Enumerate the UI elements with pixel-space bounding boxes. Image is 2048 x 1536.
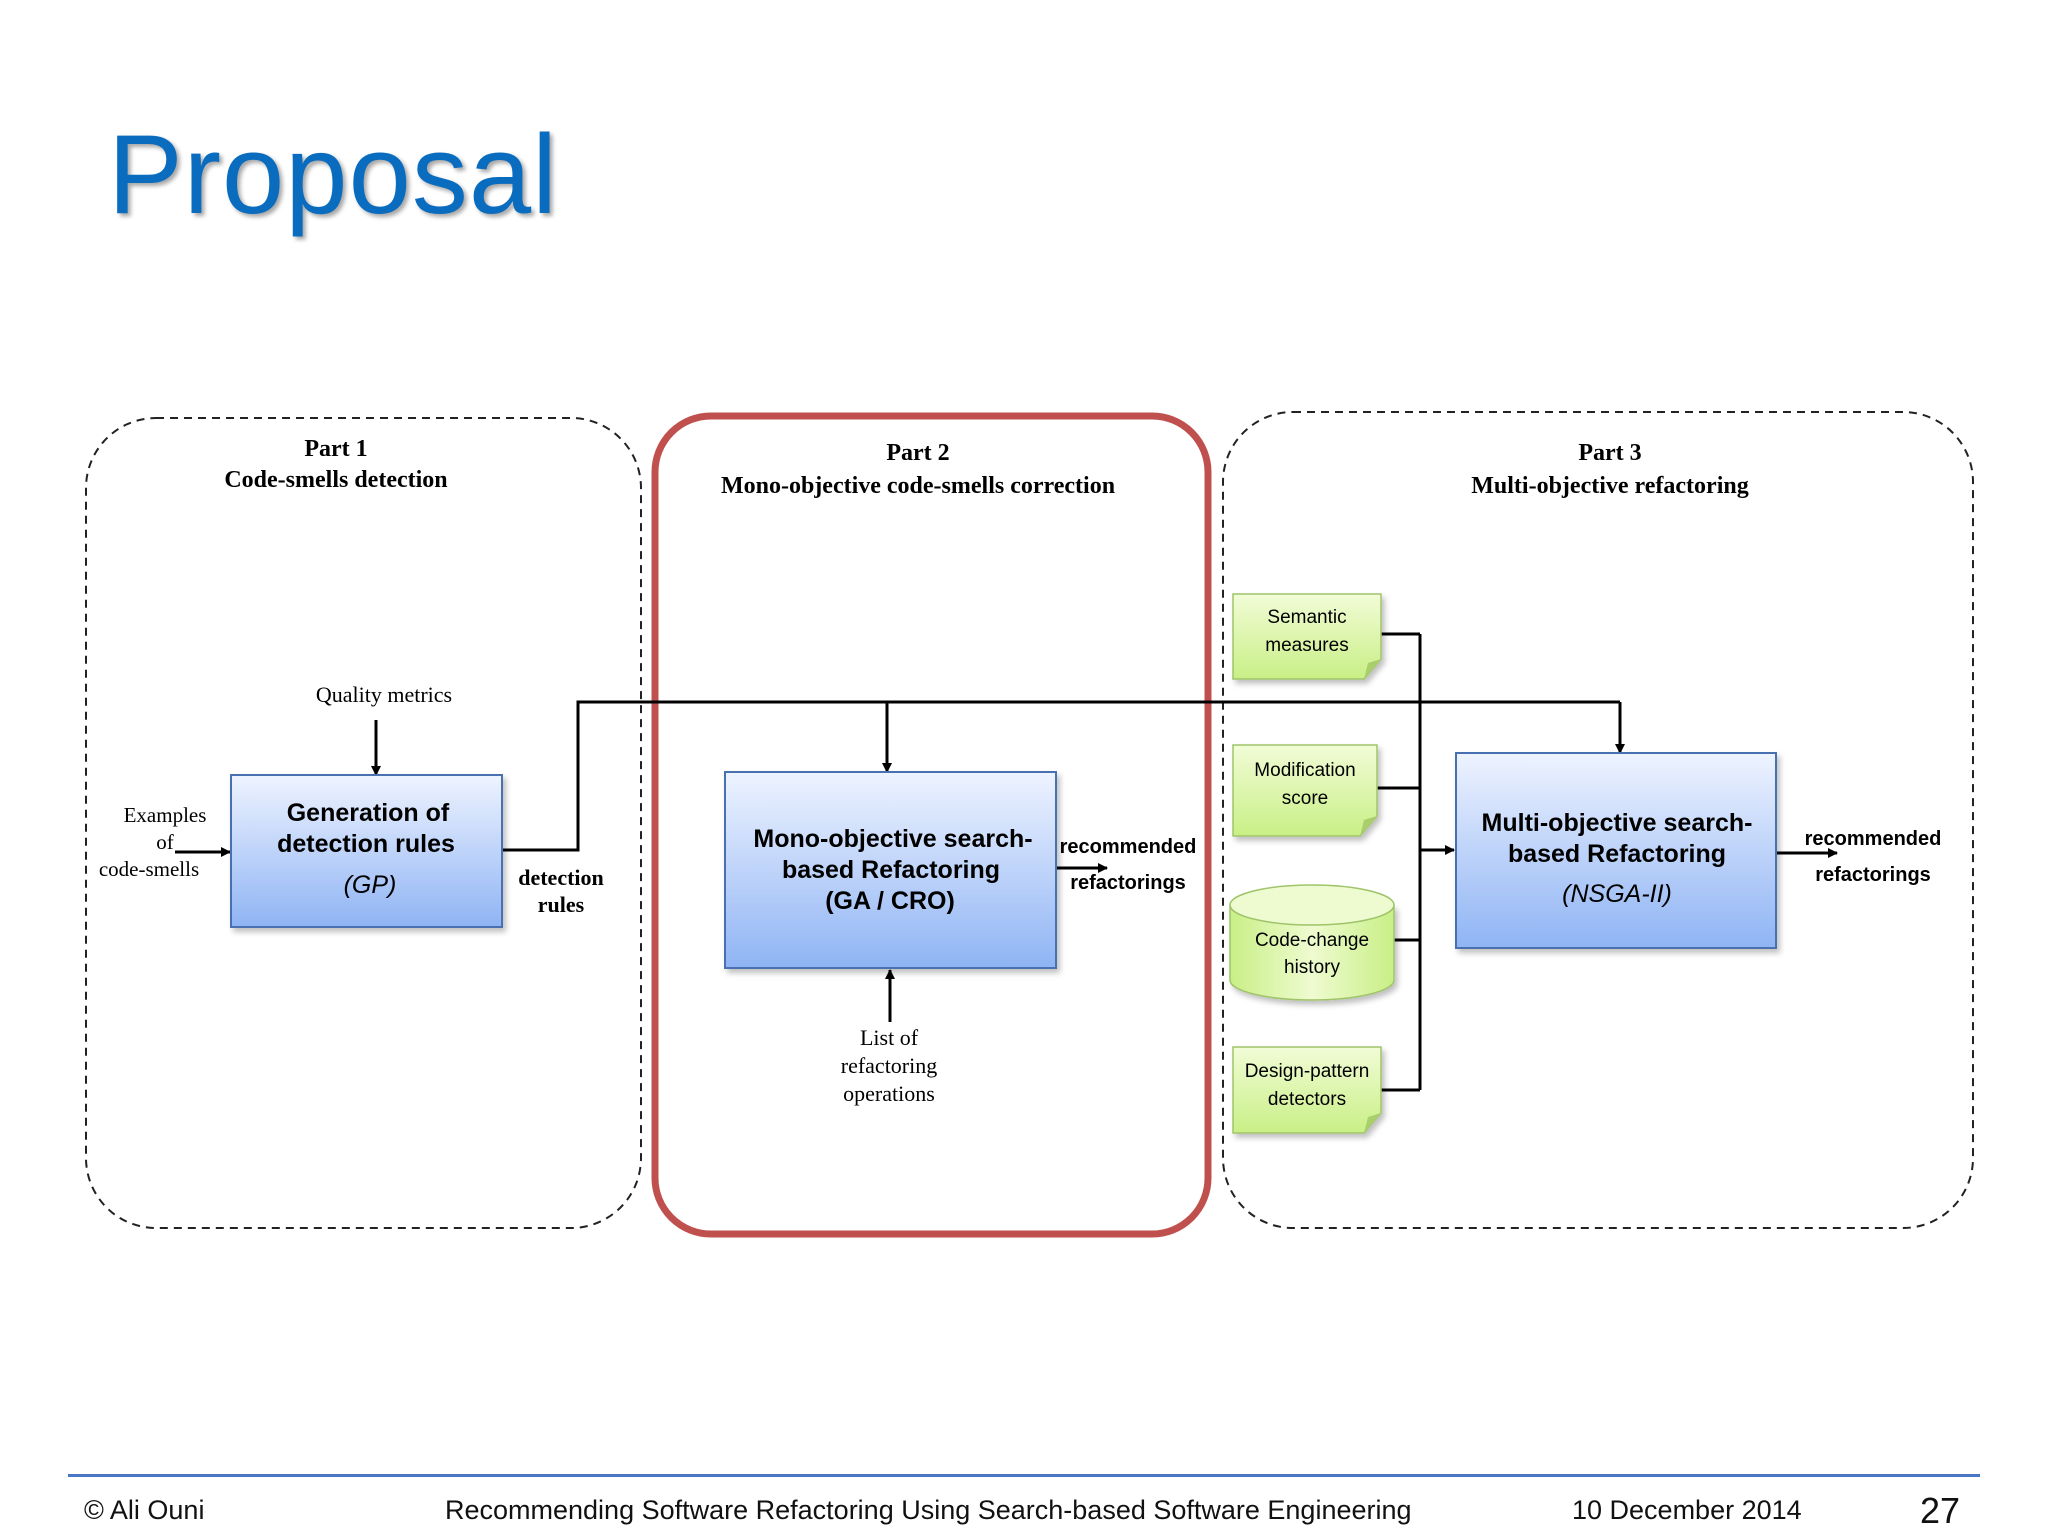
line-detection-rules-bus [502, 700, 1620, 852]
part3-label: Part 3 [1578, 440, 1641, 466]
footer-date: 10 December 2014 [1572, 1495, 1802, 1525]
part1-name: Code-smells detection [224, 467, 447, 493]
footer-talk-title: Recommending Software Refactoring Using … [445, 1495, 1412, 1525]
slide-title: Proposal [108, 112, 559, 237]
part2-refactoring-box: Mono-objective search- based Refactoring… [724, 771, 1057, 969]
examples-label-3: code-smells [99, 857, 199, 881]
part2-highlight-container [651, 412, 1212, 1238]
code-change-history-line2: history [1284, 957, 1340, 978]
part3-output-label-2: refactorings [1815, 864, 1931, 886]
part3-container [1222, 411, 1974, 1229]
examples-label-1: Examples [124, 803, 207, 827]
design-pattern-detectors-note: Design-pattern detectors [1232, 1046, 1382, 1134]
part3-box-line1: Multi-objective search- [1482, 809, 1753, 837]
part3-multi-objective-box: Multi-objective search- based Refactorin… [1455, 752, 1777, 949]
refactoring-ops-label-3: operations [843, 1081, 935, 1106]
modification-score-note: Modification score [1232, 744, 1378, 837]
part2-output-label-1: recommended [1060, 836, 1197, 858]
part1-box-line2: detection rules [277, 830, 455, 858]
refactoring-ops-label-2: refactoring [841, 1053, 938, 1078]
part2-box-line3: (GA / CRO) [825, 887, 955, 915]
code-change-history-line1: Code-change [1255, 930, 1369, 951]
detection-rules-label-1: detection [518, 865, 604, 890]
part2-box-line1: Mono-objective search- [753, 825, 1032, 853]
examples-label-2: of [156, 830, 174, 854]
semantic-measures-line2: measures [1265, 635, 1348, 656]
part3-name: Multi-objective refactoring [1471, 473, 1748, 499]
footer-author: © Ali Ouni [84, 1495, 205, 1525]
part1-label: Part 1 [304, 436, 367, 462]
modification-score-line2: score [1282, 788, 1328, 809]
quality-metrics-label: Quality metrics [316, 682, 452, 707]
part2-output-label-2: refactorings [1070, 872, 1186, 894]
part1-generation-box: Generation of detection rules (GP) [230, 774, 503, 928]
part3-output-label-1: recommended [1805, 828, 1942, 850]
part1-container [85, 417, 642, 1229]
design-pattern-line2: detectors [1268, 1089, 1346, 1110]
semantic-measures-note: Semantic measures [1232, 593, 1382, 680]
footer-divider [68, 1474, 1980, 1477]
code-change-history-database: Code-change history [1229, 884, 1395, 1001]
part3-box-line2: based Refactoring [1508, 840, 1726, 868]
refactoring-ops-label-1: List of [860, 1025, 919, 1050]
semantic-measures-line1: Semantic [1267, 607, 1346, 628]
design-pattern-line1: Design-pattern [1245, 1061, 1370, 1082]
connectors [175, 632, 1838, 1092]
detection-rules-label-2: rules [538, 892, 585, 917]
part2-name: Mono-objective code-smells correction [721, 473, 1115, 499]
part2-box-line2: based Refactoring [782, 856, 1000, 884]
part2-label: Part 2 [886, 440, 949, 466]
part1-box-line1: Generation of [287, 799, 450, 827]
modification-score-line1: Modification [1254, 760, 1355, 781]
part1-box-line3: (GP) [344, 871, 397, 899]
page-number: 27 [1920, 1490, 1961, 1531]
part3-box-line3: (NSGA-II) [1562, 880, 1672, 908]
